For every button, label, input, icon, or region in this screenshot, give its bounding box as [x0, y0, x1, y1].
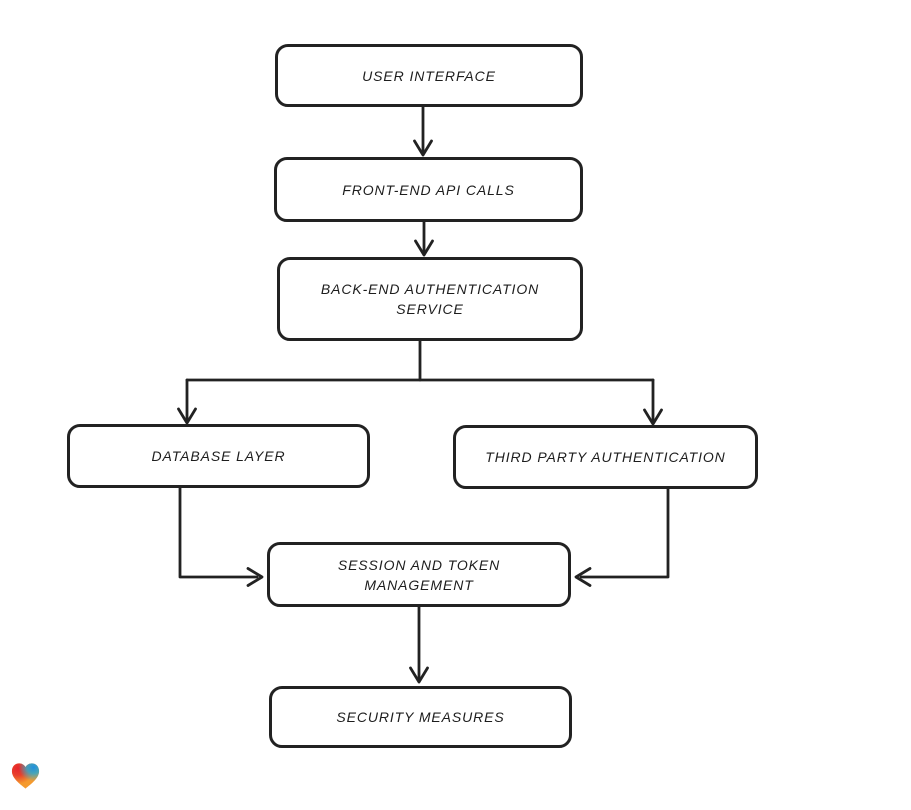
- edge-session-management-to-security-measures: [409, 605, 429, 684]
- edge-database-layer-to-session-management: [178, 486, 264, 587]
- edge-back-end-to-database-layer: [177, 378, 197, 425]
- node-user-interface: USER INTERFACE: [275, 44, 583, 107]
- node-database-layer: DATABASE LAYER: [67, 424, 370, 488]
- node-label: SECURITY MEASURES: [336, 709, 505, 725]
- node-security-measures: SECURITY MEASURES: [269, 686, 572, 748]
- node-back-end-authentication-service: BACK-END AUTHENTICATION SERVICE: [277, 257, 583, 341]
- edge-back-end-to-third-party-authentication: [643, 378, 663, 426]
- edge-third-party-to-session-management: [574, 487, 670, 587]
- node-front-end-api-calls: FRONT-END API CALLS: [274, 157, 583, 222]
- node-session-and-token-management: SESSION AND TOKEN MANAGEMENT: [267, 542, 571, 607]
- edge-front-end-api-calls-to-back-end-authentication-service: [414, 220, 434, 257]
- node-label: BACK-END AUTHENTICATION SERVICE: [320, 281, 540, 317]
- heart-gradient-icon: [10, 761, 41, 791]
- node-label: FRONT-END API CALLS: [342, 181, 515, 198]
- node-label: DATABASE LAYER: [151, 448, 286, 464]
- edge-back-end-split: [185, 339, 655, 382]
- edge-user-interface-to-front-end-api-calls: [413, 105, 433, 157]
- node-label: THIRD PARTY AUTHENTICATION: [485, 449, 726, 465]
- node-label: USER INTERFACE: [362, 67, 496, 84]
- node-label: SESSION AND TOKEN MANAGEMENT: [337, 556, 501, 593]
- node-third-party-authentication: THIRD PARTY AUTHENTICATION: [453, 425, 758, 489]
